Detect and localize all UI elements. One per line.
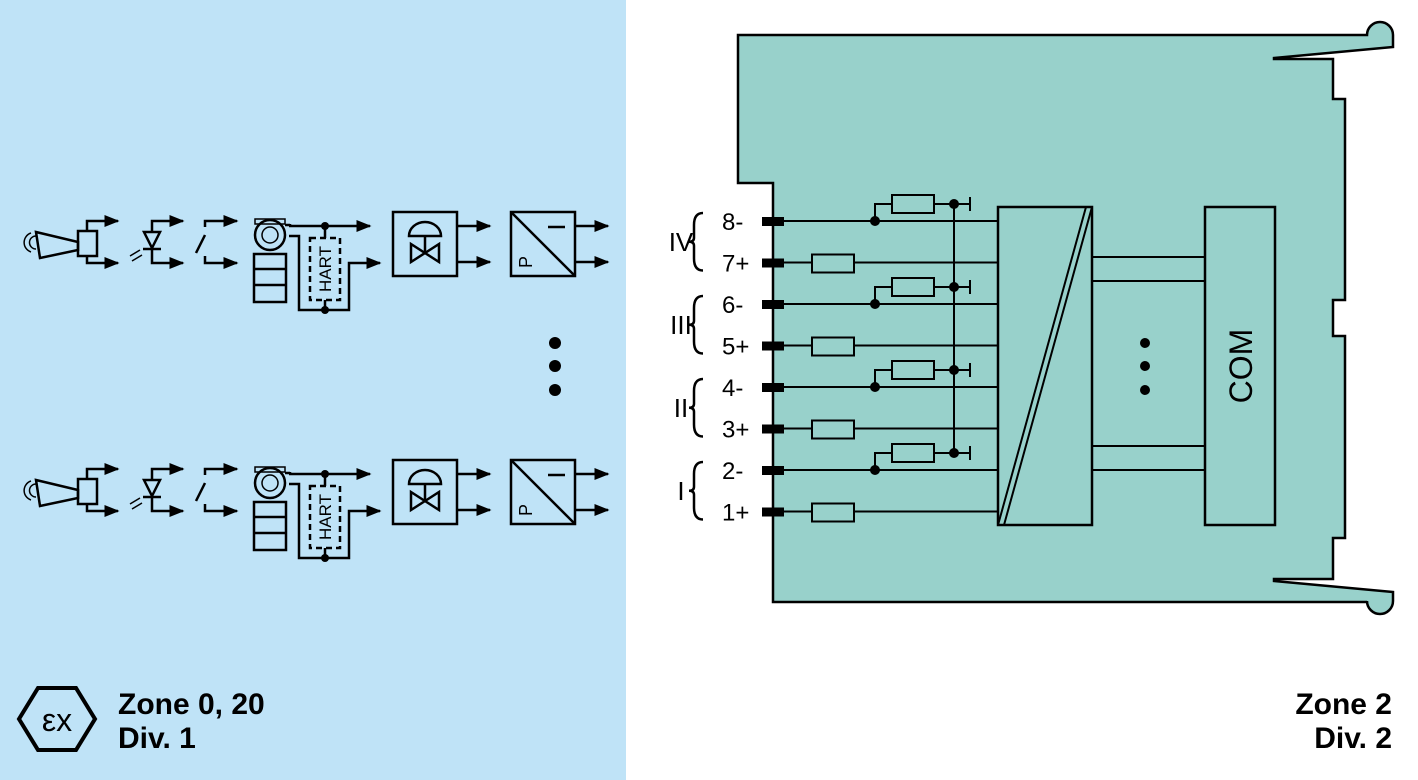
junction-dot xyxy=(949,448,959,458)
terminal-label: 6- xyxy=(722,292,743,319)
zone-right-line2: Div. 2 xyxy=(1314,722,1392,755)
channel-group-label: III xyxy=(670,310,692,340)
terminal-block xyxy=(762,424,784,434)
com-block xyxy=(1203,205,1277,527)
brace xyxy=(688,460,704,521)
hart-label: HART xyxy=(316,494,335,540)
zone-left-line1: Zone 0, 20 xyxy=(118,688,265,721)
terminal-block xyxy=(762,466,784,475)
ex-hazard-icon: εx xyxy=(16,686,98,752)
optical-sensor-icon xyxy=(129,463,185,517)
hart-box: HART xyxy=(289,468,382,562)
shunt-wire xyxy=(874,369,892,387)
terminal-block xyxy=(762,383,784,392)
terminal-block xyxy=(762,341,784,351)
hazardous-area-background xyxy=(0,0,626,780)
terminal-label: 3+ xyxy=(722,417,749,444)
proximity-sensor-icon xyxy=(23,215,120,269)
brace xyxy=(688,211,704,272)
zone-right-line1: Zone 2 xyxy=(1295,688,1392,721)
junction-dot xyxy=(949,282,959,292)
terminal-label: 7+ xyxy=(722,251,749,278)
shunt-wire xyxy=(874,452,892,470)
resistor xyxy=(811,502,855,523)
proximity-sensor-icon xyxy=(23,463,120,517)
field-device-row: HART P xyxy=(23,210,610,314)
channel-I: I 2- 1+ xyxy=(677,443,998,527)
terminal-label: 1+ xyxy=(722,500,749,527)
channel-IV: IV8-7+ xyxy=(669,194,998,278)
pressure-current-converter-icon: P xyxy=(509,210,610,278)
p-label: P xyxy=(516,504,536,516)
module-housing xyxy=(736,20,1395,616)
transmitter-icon xyxy=(252,218,292,304)
channel-group-label: I xyxy=(677,476,684,506)
terminal-label: 4- xyxy=(722,375,743,402)
terminal-block xyxy=(762,507,784,517)
terminal-block xyxy=(762,258,784,268)
terminal-block xyxy=(762,217,784,226)
junction-dot xyxy=(949,199,959,209)
hart-label: HART xyxy=(316,246,335,292)
field-device-rows: HART P HART P xyxy=(23,210,610,562)
optical-sensor-icon xyxy=(129,215,185,269)
switch-contact-icon xyxy=(194,463,239,517)
shunt-wire xyxy=(874,203,892,221)
hart-box: HART xyxy=(289,220,382,314)
junction-dot xyxy=(949,365,959,375)
terminal-block xyxy=(762,300,784,309)
zone-left-line2: Div. 1 xyxy=(118,722,196,755)
resistor xyxy=(891,443,935,463)
brace xyxy=(688,377,704,438)
isolation-barrier xyxy=(996,205,1094,527)
resistor xyxy=(891,360,935,380)
resistor xyxy=(811,336,855,357)
hazardous-zone-label: Zone 0, 20 Div. 1 xyxy=(118,688,265,756)
terminal-label: 2- xyxy=(722,458,743,485)
internal-bus xyxy=(1092,256,1205,471)
shunt-wire xyxy=(874,286,892,304)
switch-contact-icon xyxy=(194,215,239,269)
channel-II: II 4- 3+ xyxy=(674,360,998,444)
transmitter-icon xyxy=(252,466,292,552)
module-ellipsis xyxy=(1140,338,1150,395)
safe-zone-label: Zone 2 Div. 2 xyxy=(1295,688,1392,756)
com-label: COM xyxy=(1223,329,1259,404)
resistor xyxy=(891,277,935,297)
valve-actuator-icon xyxy=(391,458,492,526)
p-label: P xyxy=(516,256,536,268)
channel-III: III 6- 5+ xyxy=(670,277,998,361)
resistor xyxy=(811,253,855,274)
field-ellipsis xyxy=(549,337,561,396)
resistor xyxy=(891,194,935,214)
ex-icon-label: εx xyxy=(42,702,72,738)
valve-actuator-icon xyxy=(391,210,492,278)
field-device-row: HART P xyxy=(23,458,610,562)
pressure-current-converter-icon: P xyxy=(509,458,610,526)
resistor xyxy=(811,419,855,440)
terminal-label: 5+ xyxy=(722,334,749,361)
terminal-label: 8- xyxy=(722,209,743,236)
brace xyxy=(688,294,704,355)
channel-group-label: II xyxy=(674,393,688,423)
